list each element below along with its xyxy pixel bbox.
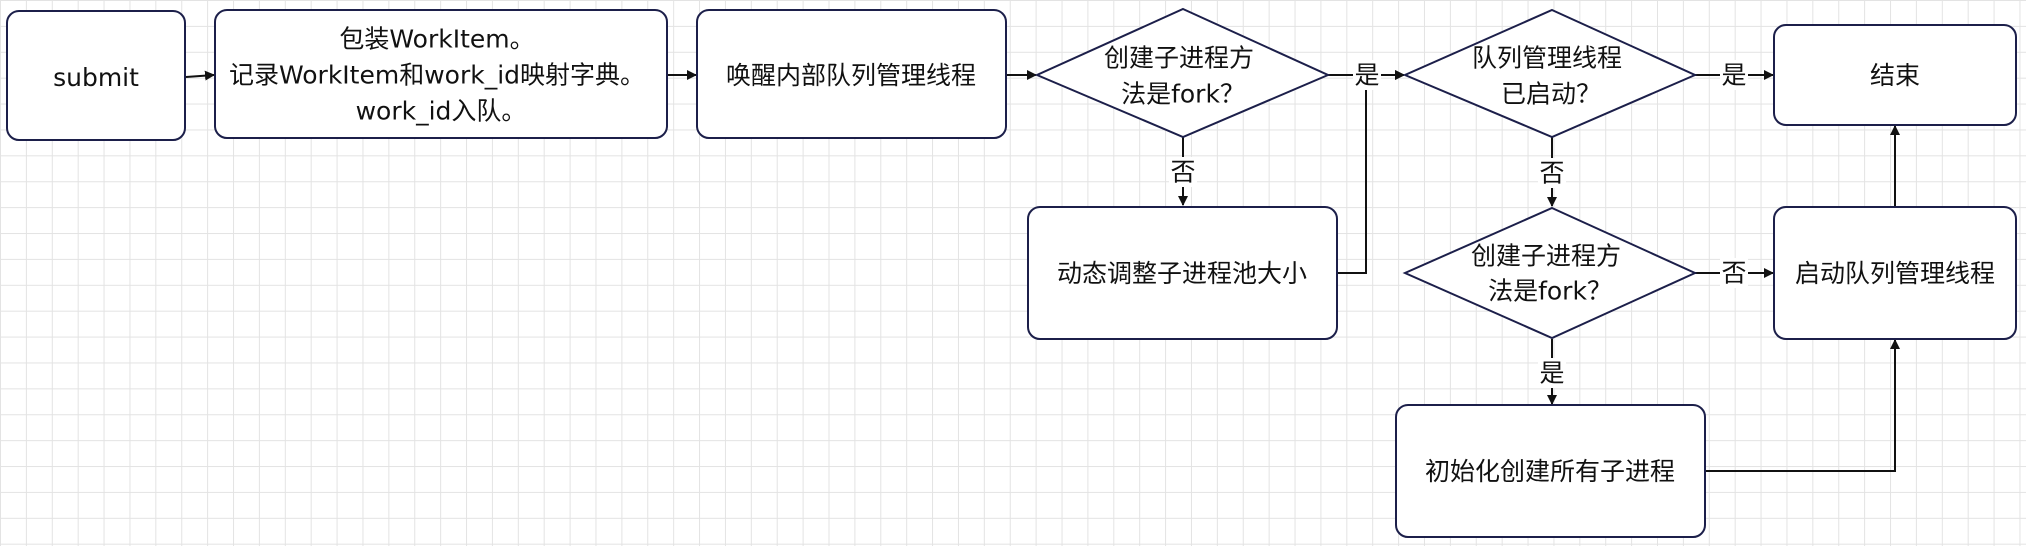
decision-fork-2-line-1: 创建子进程方 xyxy=(1471,242,1621,271)
node-submit: submit xyxy=(6,10,186,141)
label-started-no: 否 xyxy=(1539,159,1564,188)
svg-text:结束: 结束 xyxy=(1870,61,1920,90)
svg-text:唤醒内部队列管理线程: 唤醒内部队列管理线程 xyxy=(726,61,976,90)
node-wake-text: 唤醒内部队列管理线程 xyxy=(726,61,976,90)
label-fork1-no: 否 xyxy=(1170,158,1195,187)
decision-fork-2-line-2: 法是fork？ xyxy=(1488,277,1612,306)
edge-labels: 是 否 是 否 否 是 xyxy=(1169,60,1748,388)
label-fork2-no: 否 xyxy=(1721,259,1746,288)
edge-submit-to-wrap xyxy=(185,70,215,81)
decision-fork-1-line-2: 法是fork？ xyxy=(1121,80,1245,109)
node-wrap-workitem: 包装WorkItem。 记录WorkItem和work_id映射字典。 work… xyxy=(214,9,668,139)
node-wrap-line-2: 记录WorkItem和work_id映射字典。 xyxy=(229,61,645,90)
node-init-children-text: 初始化创建所有子进程 xyxy=(1425,457,1675,486)
edge-init-to-start-manager xyxy=(1705,339,1900,472)
node-wrap-line-3: work_id入队。 xyxy=(356,97,527,126)
decision-fork-1: 创建子进程方 法是fork？ xyxy=(1034,7,1331,139)
svg-text:submit: submit xyxy=(53,63,139,92)
svg-text:创建子进程方 法是fork？: 创建子进程方 法是fork？ xyxy=(1104,35,1262,109)
label-fork2-yes: 是 xyxy=(1539,359,1564,388)
node-submit-text: submit xyxy=(53,63,139,92)
svg-text:初始化创建所有子进程: 初始化创建所有子进程 xyxy=(1425,457,1675,486)
label-fork1-yes: 是 xyxy=(1354,61,1379,90)
node-wake-manager: 唤醒内部队列管理线程 xyxy=(696,9,1007,139)
node-init-children: 初始化创建所有子进程 xyxy=(1395,404,1706,538)
decision-fork-2: 创建子进程方 法是fork？ xyxy=(1402,206,1698,340)
svg-text:创建子进程方 法是fork？: 创建子进程方 法是fork？ xyxy=(1471,233,1629,306)
svg-text:启动队列管理线程: 启动队列管理线程 xyxy=(1795,259,1995,288)
node-start-manager-text: 启动队列管理线程 xyxy=(1795,259,1995,288)
node-start-manager: 启动队列管理线程 xyxy=(1773,206,2017,340)
node-wrap-line-1: 包装WorkItem。 xyxy=(339,25,534,54)
decision-manager-started: 队列管理线程 已启动？ xyxy=(1402,8,1698,139)
node-adjust-pool: 动态调整子进程池大小 xyxy=(1027,206,1338,340)
node-end: 结束 xyxy=(1773,24,2017,126)
label-started-yes: 是 xyxy=(1721,61,1746,90)
edge-adjust-to-started xyxy=(1337,70,1405,274)
svg-text:队列管理线程 已启动？: 队列管理线程 已启动？ xyxy=(1472,35,1630,109)
decision-fork-1-line-1: 创建子进程方 xyxy=(1104,44,1254,73)
decision-started-line-1: 队列管理线程 xyxy=(1472,44,1622,73)
node-end-text: 结束 xyxy=(1870,61,1920,90)
svg-text:动态调整子进程池大小: 动态调整子进程池大小 xyxy=(1057,259,1307,288)
node-adjust-pool-text: 动态调整子进程池大小 xyxy=(1057,259,1307,288)
svg-text:包装WorkItem。 记录WorkItem和w: 包装WorkItem。 记录WorkItem和work_id映射字典。 work… xyxy=(229,16,653,126)
decision-started-line-2: 已启动？ xyxy=(1501,80,1601,109)
